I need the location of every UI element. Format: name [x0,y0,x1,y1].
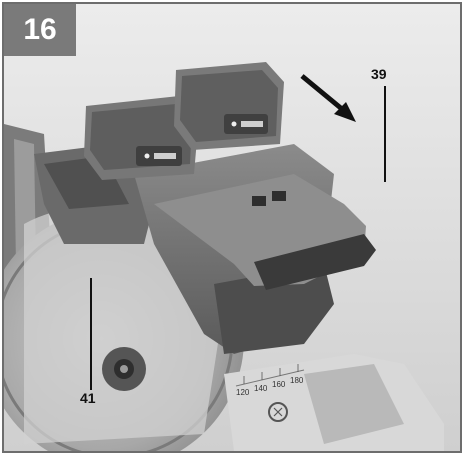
callout-leader-line-blade [90,278,92,390]
scale-tick-label: 180 [290,376,304,385]
scale-tick-label: 160 [272,380,286,389]
figure-frame: 16 39 41 120 140 160 180 [2,2,462,453]
callout-label-arrow: 39 [371,66,387,82]
saw-photo-illustration [4,4,460,451]
callout-label-blade: 41 [80,390,96,406]
scale-tick-label: 140 [254,384,268,393]
callout-leader-line-arrow [384,86,386,182]
scale-tick-label: 120 [236,388,250,397]
figure-number-badge: 16 [4,4,76,56]
